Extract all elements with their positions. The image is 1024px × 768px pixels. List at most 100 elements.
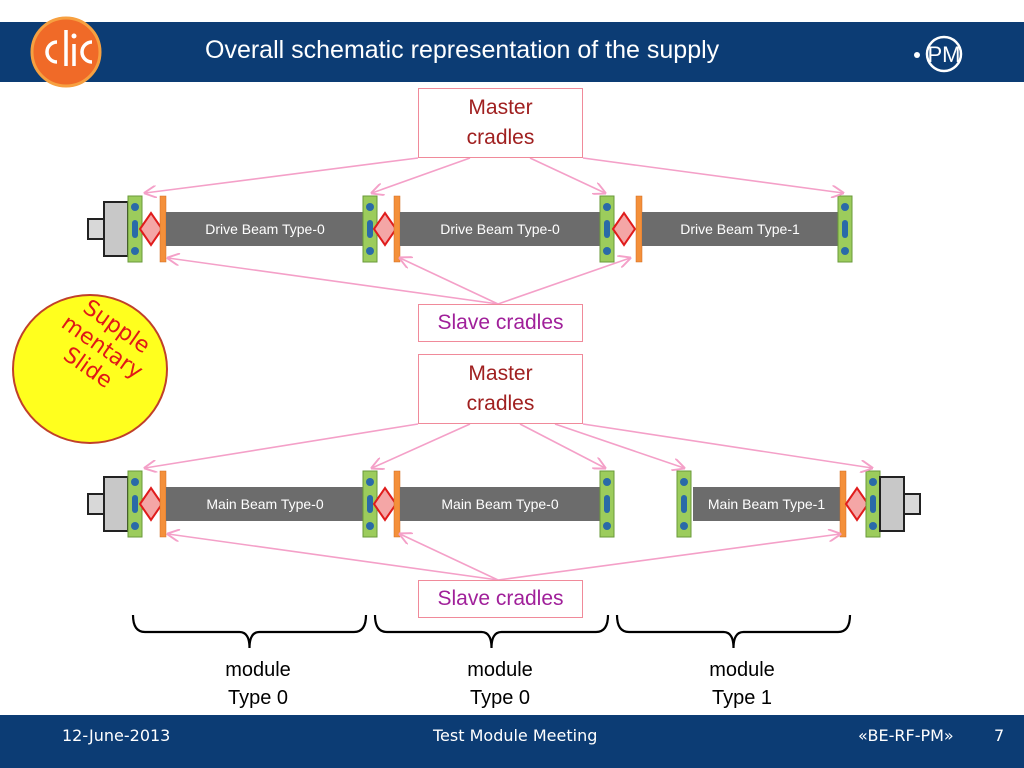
bottom-beam-3-label: Main Beam Type-1 [708,496,825,512]
cradle-bolt [869,478,877,486]
main-beam-section: Main Beam Type-0 Main Beam Type-0 Main Bea… [87,423,921,581]
footer-group: «BE-RF-PM» [858,726,954,745]
cradle-bolt [366,478,374,486]
footer-bar: 12-June-2013 Test Module Meeting «BE-RF-… [0,715,1024,768]
top-flange-2 [393,195,401,263]
top-slave-arrow-3 [497,258,630,305]
cradle-bolt [366,522,374,530]
cradle-bolt [841,247,849,255]
module-label-3: module Type 1 [709,659,775,709]
clic-logo [30,16,102,88]
footer-meeting: Test Module Meeting [433,726,598,745]
bottom-beam-1-label: Main Beam Type-0 [206,496,323,512]
cradle-bolt [680,478,688,486]
cradle-slot [367,495,373,513]
cradle-bolt [131,203,139,211]
cradle-bolt [603,203,611,211]
top-master-arrow-3 [529,157,605,193]
bottom-end-block-right [879,476,921,532]
cradle-bolt [131,247,139,255]
top-beam-2-label: Drive Beam Type-0 [440,221,560,237]
bottom-master-cradles-box: Master cradles [418,354,583,424]
slide-title: Overall schematic representation of the … [205,36,720,64]
module-brace-1 [131,614,368,649]
bottom-beam-2-label: Main Beam Type-0 [441,496,558,512]
bottom-slave-arrow-1 [168,534,499,581]
bottom-master-arrow-1 [145,423,419,468]
bottom-cradle-5 [865,470,881,538]
top-beam-3: Drive Beam Type-1 [642,212,838,246]
top-master-arrow-2 [372,157,471,193]
top-beam-1-label: Drive Beam Type-0 [205,221,325,237]
module-brace-2 [373,614,610,649]
top-end-block-left [87,201,129,257]
bottom-cradle-4 [676,470,692,538]
bottom-beam-3: Main Beam Type-1 [693,487,840,521]
cradle-bolt [131,478,139,486]
top-coupler-3 [611,211,637,247]
module-label-2: module Type 0 [467,659,533,709]
cradle-bolt [366,203,374,211]
cradle-bolt [841,203,849,211]
top-slave-cradles-box: Slave cradles [418,304,583,342]
top-cradle-4 [837,195,853,263]
cradle-bolt [603,522,611,530]
module-label-1: module Type 0 [225,659,291,709]
bottom-master-arrow-2 [372,423,471,468]
bottom-master-arrow-5 [582,423,872,468]
top-beam-2: Drive Beam Type-0 [400,212,600,246]
cradle-bolt [366,247,374,255]
bottom-coupler-3 [844,486,870,522]
cradle-bolt [131,522,139,530]
footer-page-number: 7 [994,726,1005,745]
bottom-beam-2: Main Beam Type-0 [400,487,600,521]
cradle-bolt [603,478,611,486]
cradle-slot [842,220,848,238]
top-flange-1 [159,195,167,263]
bottom-slave-arrow-3 [497,534,840,581]
title-bar [0,22,1024,82]
bottom-flange-2 [393,470,401,538]
top-slave-arrow-2 [400,258,499,305]
cradle-bolt [603,247,611,255]
bottom-end-block-left [87,476,129,532]
cradle-slot [681,495,687,513]
bottom-flange-1 [159,470,167,538]
cradle-slot [870,495,876,513]
top-master-arrow-4 [582,157,843,193]
pm-logo-text: PM [928,42,961,67]
bottom-slave-arrow-2 [400,534,499,581]
footer-date: 12-June-2013 [62,726,171,745]
top-strip [0,0,1024,22]
top-beam-1: Drive Beam Type-0 [166,212,364,246]
top-master-arrow-1 [145,157,419,193]
bottom-cradle-1 [127,470,143,538]
supplementary-stamp [12,294,168,444]
bottom-beam-1: Main Beam Type-0 [166,487,364,521]
cradle-slot [604,220,610,238]
bottom-slave-cradles-box: Slave cradles [418,580,583,618]
bottom-master-arrow-4 [554,423,684,468]
top-cradle-3 [599,195,615,263]
cradle-slot [367,220,373,238]
bottom-cradle-3 [599,470,615,538]
top-cradle-1 [127,195,143,263]
cradle-slot [132,220,138,238]
pm-logo: PM [914,35,963,73]
top-master-cradles-box: Master cradles [418,88,583,158]
top-beam-3-label: Drive Beam Type-1 [680,221,800,237]
drive-beam-section: Drive Beam Type-0 Drive Beam Type-0 Drive … [87,157,853,305]
bottom-cradle-2 [362,470,378,538]
top-flange-3 [635,195,643,263]
cradle-slot [132,495,138,513]
bottom-master-arrow-3 [519,423,605,468]
module-braces [131,614,852,649]
top-coupler-1 [138,211,164,247]
module-brace-3 [615,614,852,649]
cradle-bolt [869,522,877,530]
cradle-slot [604,495,610,513]
top-slave-arrow-1 [168,258,499,305]
bottom-coupler-1 [138,486,164,522]
cradle-bolt [680,522,688,530]
